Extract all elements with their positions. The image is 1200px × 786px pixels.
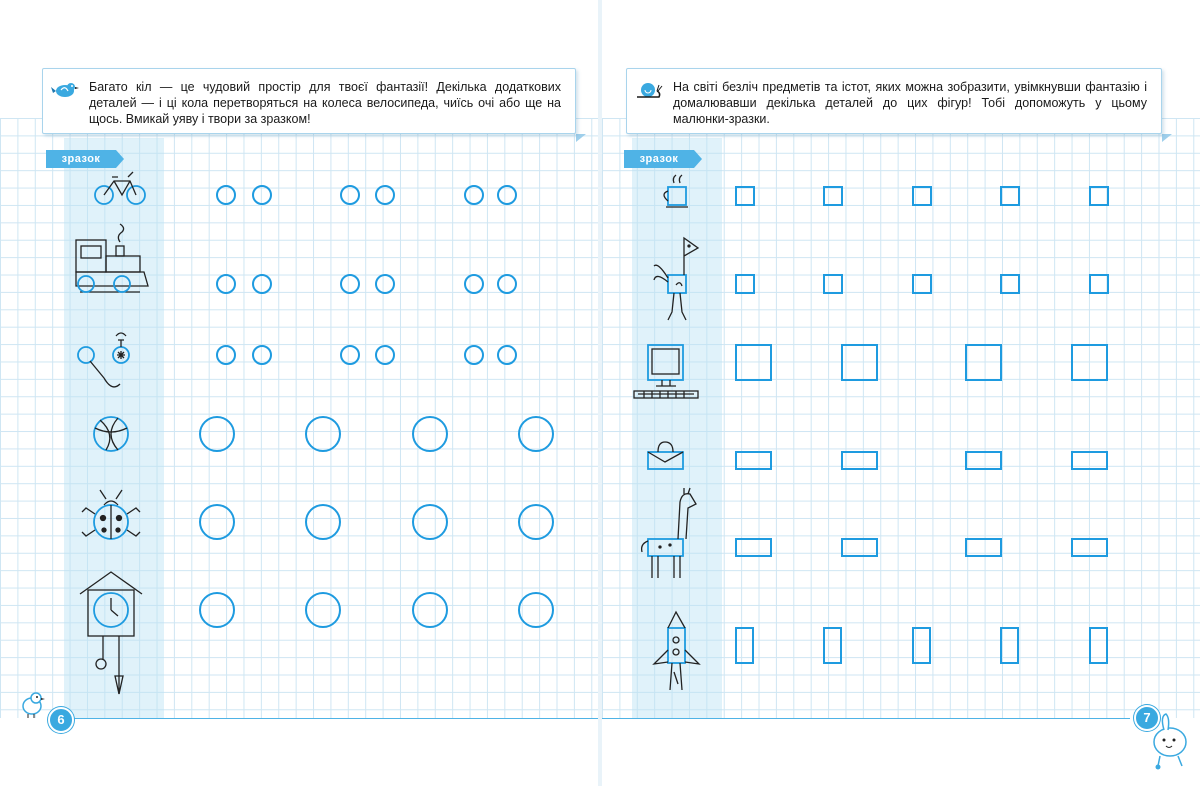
- practice-circle: [464, 185, 484, 205]
- practice-circle: [305, 592, 341, 628]
- cuckoo-clock-icon: [79, 571, 143, 695]
- page-number: 6: [48, 707, 74, 733]
- practice-circle: [412, 592, 448, 628]
- practice-square: [735, 344, 772, 381]
- practice-rectangle: [735, 627, 754, 664]
- right-instruction-box: На світі безліч предметів та істот, яких…: [626, 68, 1162, 134]
- ball-icon: [93, 416, 129, 452]
- practice-circle: [497, 345, 517, 365]
- practice-circle: [518, 592, 554, 628]
- ladybug-icon: [81, 489, 141, 540]
- left-exercise-drawing: [75, 171, 554, 695]
- practice-rectangle: [823, 627, 842, 664]
- microphone-and-ornament-icon: [77, 332, 130, 388]
- bird-icon: [51, 79, 79, 105]
- right-page: На світі безліч предметів та істот, яких…: [602, 0, 1200, 786]
- practice-square: [965, 344, 1002, 381]
- practice-rectangle: [841, 538, 878, 557]
- practice-circle: [412, 504, 448, 540]
- sample-column-band: [632, 138, 722, 718]
- page-number: 7: [1134, 705, 1160, 731]
- bottom-rule: [70, 718, 598, 719]
- sample-label: зразок: [46, 150, 124, 168]
- practice-rectangle: [735, 538, 772, 557]
- practice-rectangle: [965, 451, 1002, 470]
- practice-square: [823, 274, 843, 294]
- practice-circle: [252, 185, 272, 205]
- sample-column-band: [64, 138, 164, 718]
- bicycle-icon: [94, 171, 146, 205]
- practice-square: [1071, 344, 1108, 381]
- practice-circle: [375, 185, 395, 205]
- practice-circle: [252, 274, 272, 294]
- right-instruction-text: На світі безліч предметів та істот, яких…: [673, 80, 1147, 126]
- practice-square: [841, 344, 878, 381]
- practice-circle: [216, 274, 236, 294]
- practice-circle: [464, 274, 484, 294]
- bag-icon: [647, 441, 684, 470]
- practice-circle: [497, 274, 517, 294]
- practice-circle: [199, 592, 235, 628]
- practice-circle: [518, 504, 554, 540]
- practice-circle: [199, 504, 235, 540]
- practice-circle: [518, 416, 554, 452]
- giraffe-icon: [640, 487, 697, 578]
- left-instruction-text: Багато кіл — це чудовий простір для твоє…: [89, 80, 561, 126]
- practice-rectangle: [1071, 451, 1108, 470]
- instruction-flag: [1162, 134, 1172, 142]
- practice-circle: [305, 504, 341, 540]
- practice-circle: [216, 185, 236, 205]
- practice-square: [1089, 186, 1109, 206]
- practice-circle: [340, 345, 360, 365]
- practice-square: [735, 186, 755, 206]
- practice-circle: [252, 345, 272, 365]
- practice-circle: [375, 345, 395, 365]
- practice-rectangle: [1071, 538, 1108, 557]
- practice-square: [735, 274, 755, 294]
- right-exercise-drawing: [633, 174, 1109, 691]
- practice-square: [1000, 274, 1020, 294]
- practice-circle: [412, 416, 448, 452]
- left-page: Багато кіл — це чудовий простір для твоє…: [0, 0, 598, 786]
- practice-circle: [497, 185, 517, 205]
- practice-rectangle: [912, 627, 931, 664]
- practice-rectangle: [965, 538, 1002, 557]
- practice-square: [912, 186, 932, 206]
- rocket-icon: [652, 610, 701, 691]
- practice-rectangle: [1089, 627, 1108, 664]
- bird-icon: [653, 236, 700, 321]
- practice-square: [823, 186, 843, 206]
- practice-square: [1000, 186, 1020, 206]
- practice-circle: [216, 345, 236, 365]
- bottom-rule: [602, 718, 1130, 719]
- book-gutter: [598, 0, 602, 786]
- snail-icon: [635, 79, 663, 105]
- practice-rectangle: [841, 451, 878, 470]
- practice-rectangle: [1000, 627, 1019, 664]
- bird-mascot-icon: [22, 692, 45, 718]
- grid-background: [0, 118, 598, 718]
- rabbit-mascot-icon: [1153, 713, 1187, 770]
- sample-label: зразок: [624, 150, 702, 168]
- instruction-flag: [576, 134, 586, 142]
- computer-icon: [633, 344, 699, 399]
- practice-square: [912, 274, 932, 294]
- practice-square: [1089, 274, 1109, 294]
- grid-background: [602, 118, 1200, 718]
- practice-rectangle: [735, 451, 772, 470]
- practice-circle: [340, 274, 360, 294]
- practice-circle: [305, 416, 341, 452]
- left-instruction-box: Багато кіл — це чудовий простір для твоє…: [42, 68, 576, 134]
- practice-circle: [340, 185, 360, 205]
- practice-circle: [464, 345, 484, 365]
- train-icon: [75, 223, 149, 293]
- cup-icon: [663, 174, 688, 208]
- practice-circle: [199, 416, 235, 452]
- practice-circle: [375, 274, 395, 294]
